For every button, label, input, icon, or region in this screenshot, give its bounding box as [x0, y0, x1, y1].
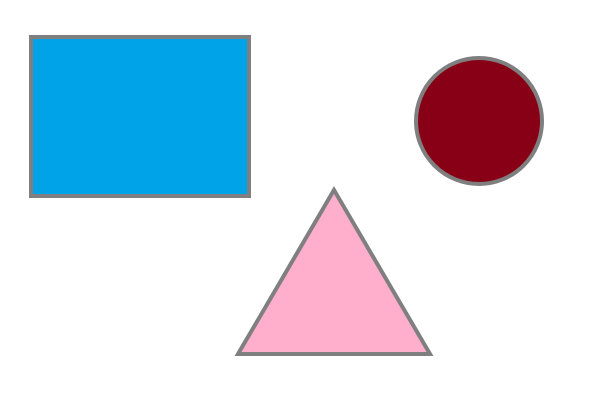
pink-triangle [234, 186, 434, 356]
dark-red-circle [414, 56, 544, 186]
blue-rectangle [29, 35, 251, 198]
